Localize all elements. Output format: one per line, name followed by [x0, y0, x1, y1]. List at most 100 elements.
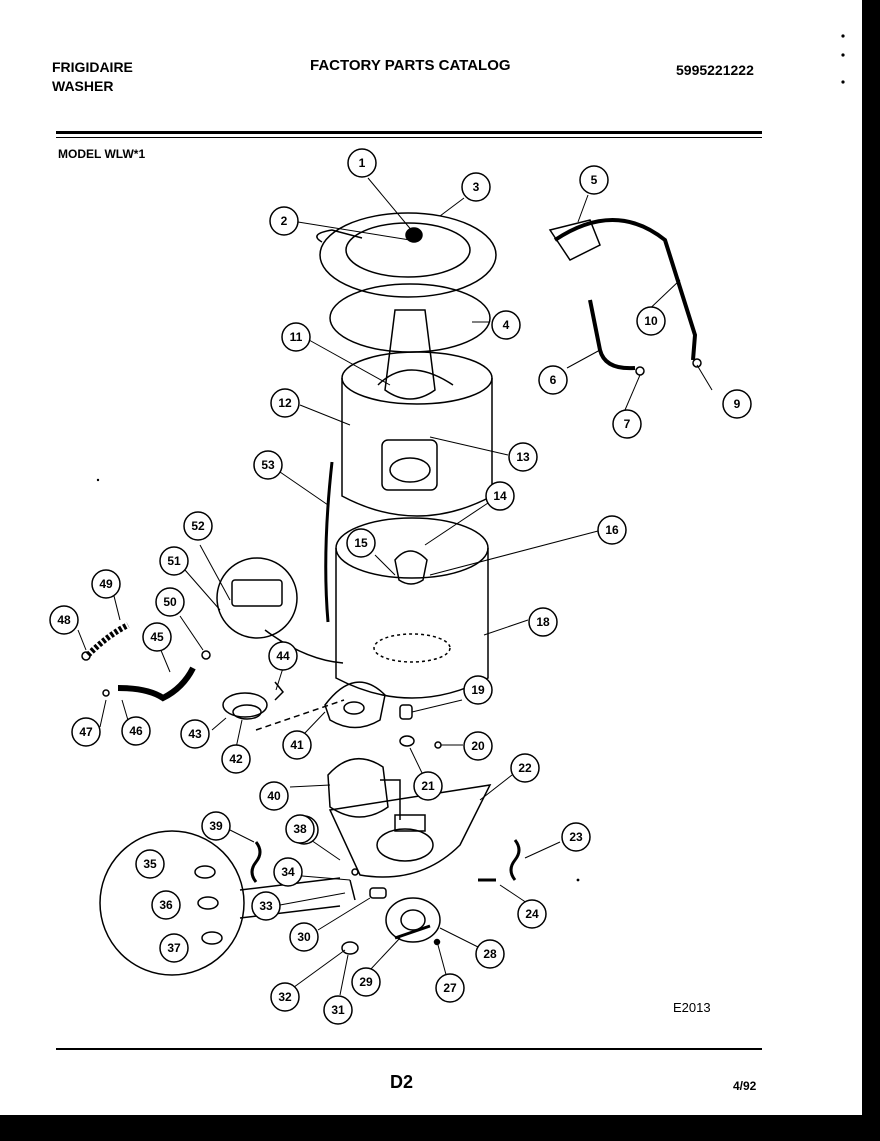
drain-hose-part: [588, 299, 636, 371]
callout-bubble: [510, 753, 540, 783]
callout-43: 43: [180, 719, 210, 749]
callout-27: 27: [435, 973, 465, 1003]
agitator-part: [384, 309, 436, 400]
callout-label: 19: [471, 683, 485, 697]
callout-label: 3: [473, 180, 480, 194]
callout-bubble: [135, 849, 165, 879]
callout-10: 10: [636, 306, 666, 336]
spin-basket-part: [341, 351, 493, 405]
callout-bubble: [159, 546, 189, 576]
top-ring-part: [319, 212, 497, 298]
callout-label: 53: [261, 458, 275, 472]
callout-15: 15: [346, 528, 376, 558]
callout-label: 29: [359, 975, 373, 989]
callout-47: 47: [71, 717, 101, 747]
callout-3: 3: [461, 172, 491, 202]
callout-label: 46: [129, 724, 143, 738]
callout-label: 7: [624, 417, 631, 431]
callout-bubble: [259, 781, 289, 811]
callout-6: 6: [538, 365, 568, 395]
motor-part: [327, 757, 389, 818]
callout-label: 1: [359, 156, 366, 170]
callout-49: 49: [91, 569, 121, 599]
revision-date: 4/92: [733, 1079, 757, 1093]
callout-36: 36: [151, 890, 181, 920]
callout-bubble: [180, 719, 210, 749]
callout-35: 35: [135, 849, 165, 879]
callout-bubble: [561, 822, 591, 852]
callout-bubble: [49, 605, 79, 635]
callout-bubble: [270, 982, 300, 1012]
callout-bubble: [491, 310, 521, 340]
brand-name: FRIGIDAIRE: [52, 59, 133, 75]
callout-41: 41: [282, 730, 312, 760]
callout-20: 20: [463, 731, 493, 761]
callout-4: 4: [491, 310, 521, 340]
callout-label: 52: [191, 519, 205, 533]
callout-bubble: [183, 511, 213, 541]
callout-label: 30: [297, 930, 311, 944]
callout-39: 39: [201, 811, 231, 841]
product-type: WASHER: [52, 78, 114, 94]
callout-label: 49: [99, 577, 113, 591]
callout-group: 1234567891011121314151618192021222324272…: [49, 148, 752, 1025]
callout-label: 14: [493, 489, 507, 503]
mounting-plate-part: [328, 784, 492, 878]
callout-label: 12: [278, 396, 292, 410]
callout-16: 16: [597, 515, 627, 545]
callout-label: 27: [443, 981, 457, 995]
callout-bubble: [722, 389, 752, 419]
callout-bubble: [612, 409, 642, 439]
callout-46: 46: [121, 716, 151, 746]
callout-31: 31: [323, 995, 353, 1025]
callout-label: 39: [209, 819, 223, 833]
callout-label: 37: [167, 941, 181, 955]
callout-bubble: [159, 933, 189, 963]
callout-bubble: [463, 731, 493, 761]
callout-28: 28: [475, 939, 505, 969]
callout-label: 47: [79, 725, 93, 739]
header-rule-thin: [56, 137, 762, 138]
callout-14: 14: [485, 481, 515, 511]
callout-label: 51: [167, 554, 181, 568]
callout-label: 16: [605, 523, 619, 537]
callout-53: 53: [253, 450, 283, 480]
callout-44: 44: [268, 641, 298, 671]
callout-51: 51: [159, 546, 189, 576]
callout-label: 6: [550, 373, 557, 387]
callout-bubble: [508, 442, 538, 472]
callout-5: 5: [579, 165, 609, 195]
callout-bubble: [270, 388, 300, 418]
callout-bubble: [351, 967, 381, 997]
callout-18: 18: [528, 607, 558, 637]
callout-11: 11: [281, 322, 311, 352]
clutch-part: [324, 681, 386, 729]
callout-label: 38: [293, 822, 307, 836]
callout-label: 33: [259, 899, 273, 913]
callout-33: 33: [251, 891, 281, 921]
callout-label: 9: [734, 397, 741, 411]
callout-label: 32: [278, 990, 292, 1004]
callout-7: 7: [612, 409, 642, 439]
callout-bubble: [463, 675, 493, 705]
callout-38: 38: [285, 814, 315, 844]
callout-30: 30: [289, 922, 319, 952]
callout-label: 24: [525, 907, 539, 921]
callout-bubble: [155, 587, 185, 617]
callout-label: 31: [331, 1003, 345, 1017]
callout-45: 45: [142, 622, 172, 652]
callout-label: 22: [518, 761, 532, 775]
callout-bubble: [253, 450, 283, 480]
callout-bubble: [281, 322, 311, 352]
callout-label: 28: [483, 947, 497, 961]
callout-bubble: [485, 481, 515, 511]
callout-12: 12: [270, 388, 300, 418]
callout-label: 23: [569, 830, 583, 844]
callout-label: 42: [229, 752, 243, 766]
inlet-hose-part: [553, 218, 698, 361]
callout-13: 13: [508, 442, 538, 472]
footer-rule: [56, 1048, 762, 1050]
callout-34: 34: [273, 857, 303, 887]
callout-42: 42: [221, 744, 251, 774]
callout-29: 29: [351, 967, 381, 997]
